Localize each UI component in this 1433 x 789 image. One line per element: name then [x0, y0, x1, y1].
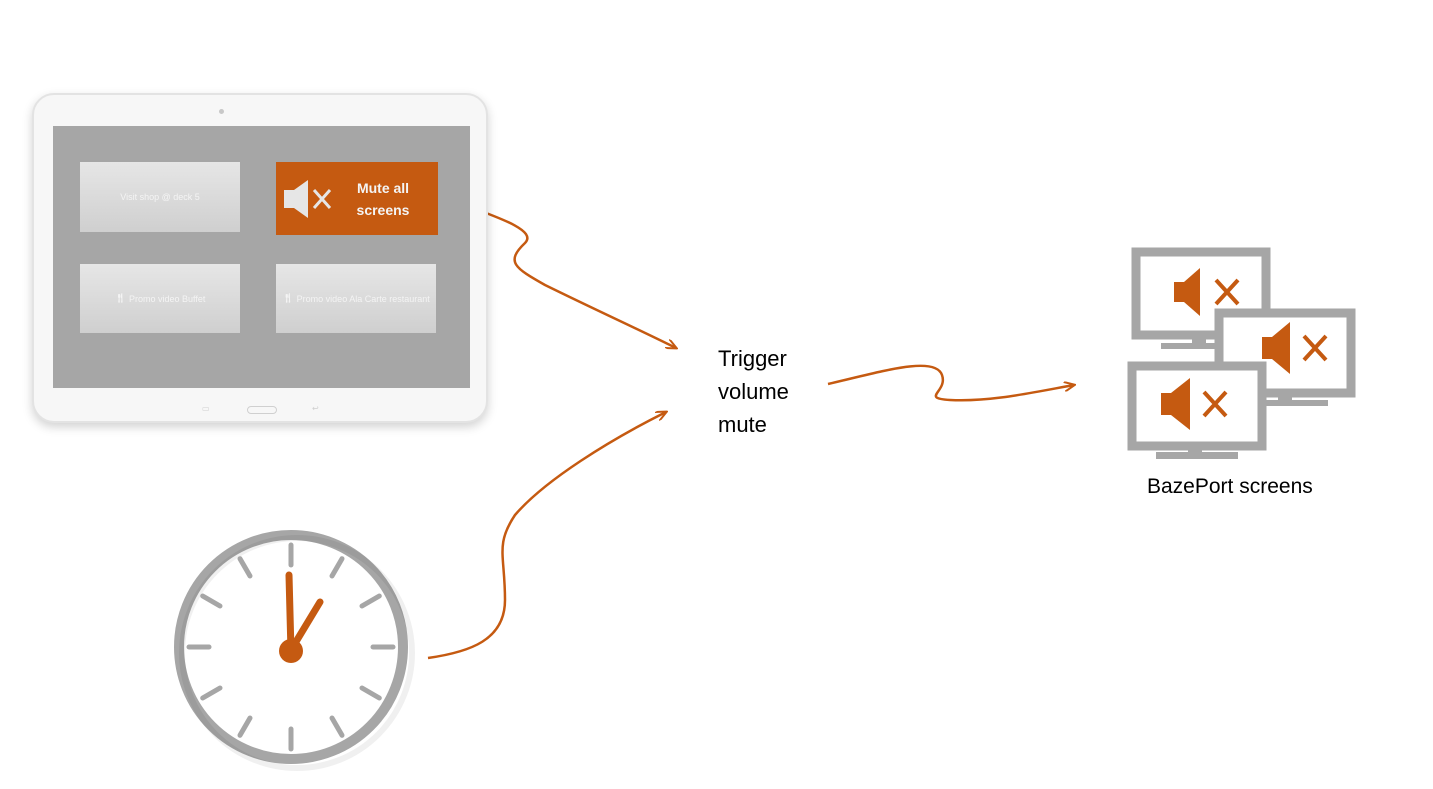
trigger-line1: Trigger — [718, 346, 787, 371]
tablet-camera — [219, 109, 224, 114]
monitor-mute-icon — [1127, 361, 1267, 459]
speaker-mute-icon — [1161, 378, 1228, 430]
speaker-mute-icon — [276, 162, 338, 235]
bazeport-screens-label: BazePort screens — [1147, 475, 1313, 498]
clock-center — [279, 639, 303, 663]
clock-ticks — [186, 542, 396, 752]
clock-tick — [200, 685, 223, 701]
arrow-trigger-to-screens — [827, 364, 1074, 402]
trigger-line3: mute — [718, 412, 767, 437]
speaker-mute-icon — [1174, 268, 1240, 316]
mute-all-screens-label: Mute all screens — [338, 177, 428, 221]
monitor-mute-icon — [1214, 308, 1356, 406]
arrow-clock-to-trigger — [427, 412, 666, 660]
clock-tick — [329, 715, 345, 738]
trigger-line2: volume — [718, 379, 789, 404]
tile-promo-ala-carte[interactable]: 🍴︎ Promo video Ala Carte restaurant — [276, 264, 436, 333]
monitor-mute-icon — [1131, 247, 1271, 349]
tablet-screen: Visit shop @ deck 5 Mute all screens 🍴︎ … — [53, 126, 470, 388]
clock-tick — [359, 685, 382, 701]
tile-visit-shop-label: Visit shop @ deck 5 — [120, 192, 200, 202]
tablet-recent-apps-icon[interactable]: ▭ — [202, 404, 210, 413]
mute-label-line1: Mute all — [356, 179, 410, 196]
tile-promo-buffet[interactable]: 🍴︎ Promo video Buffet — [80, 264, 240, 333]
cutlery-icon: 🍴︎ — [114, 293, 127, 303]
speaker-mute-icon — [1262, 322, 1328, 374]
clock-tick — [237, 715, 253, 738]
clock-tick — [200, 593, 223, 609]
tablet-back-icon[interactable]: ↩ — [312, 404, 319, 413]
clock-tick — [237, 556, 253, 579]
clock-tick — [359, 593, 382, 609]
arrow-tablet-to-trigger — [443, 195, 676, 348]
mute-all-screens-button[interactable]: Mute all screens — [276, 162, 438, 235]
tile-promo-buffet-label: Promo video Buffet — [129, 293, 206, 304]
clock-tick — [329, 556, 345, 579]
tile-promo-ala-carte-label: Promo video Ala Carte restaurant — [296, 293, 430, 304]
mute-label-line2: screens — [356, 201, 410, 218]
tablet-home-button[interactable] — [247, 406, 277, 414]
clock-icon — [174, 530, 415, 771]
cutlery-icon: 🍴︎ — [282, 293, 294, 303]
trigger-volume-mute-label: Trigger volume mute — [718, 342, 828, 441]
tile-visit-shop[interactable]: Visit shop @ deck 5 — [80, 162, 240, 232]
tablet-device: Visit shop @ deck 5 Mute all screens 🍴︎ … — [32, 93, 488, 423]
